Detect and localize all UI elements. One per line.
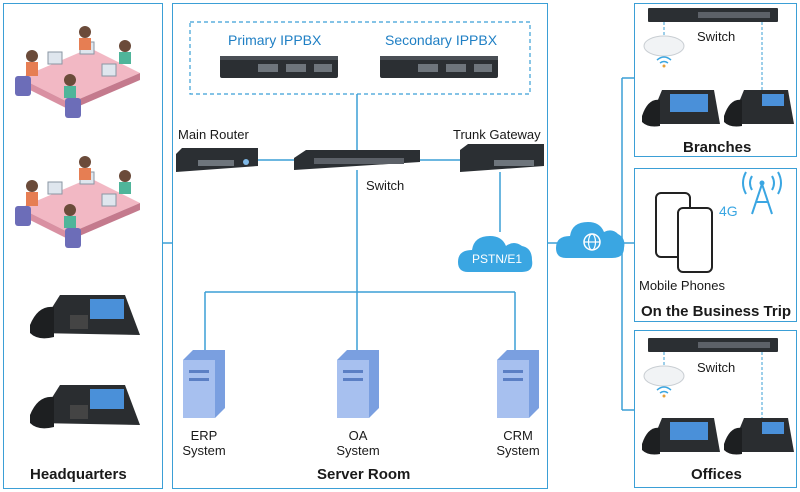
crm-label-line2: System [496,443,540,458]
branches-panel [634,3,797,157]
mobile-phones-label: Mobile Phones [639,278,725,293]
pstn-label: PSTN/E1 [472,252,523,266]
erp-label-line1: ERP [190,428,218,443]
secondary-ippbx-label: Secondary IPPBX [385,32,498,48]
server-room-title: Server Room [317,466,411,483]
offices-panel [634,330,797,488]
main-router-label: Main Router [178,127,249,142]
oa-label-line1: OA [348,428,368,443]
business-trip-title: On the Business Trip [641,303,792,320]
branches-title: Branches [683,139,752,156]
branches-switch-label: Switch [697,29,736,44]
trunk-gateway-label: Trunk Gateway [453,127,541,142]
crm-label-line1: CRM [503,428,533,443]
network-4g-label: 4G [719,203,738,219]
headquarters-title: Headquarters [30,466,127,483]
erp-label-line2: System [182,443,226,458]
oa-label-line2: System [336,443,380,458]
switch-label: Switch [366,178,405,193]
offices-switch-label: Switch [697,360,736,375]
offices-title: Offices [691,466,742,483]
primary-ippbx-label: Primary IPPBX [228,32,322,48]
